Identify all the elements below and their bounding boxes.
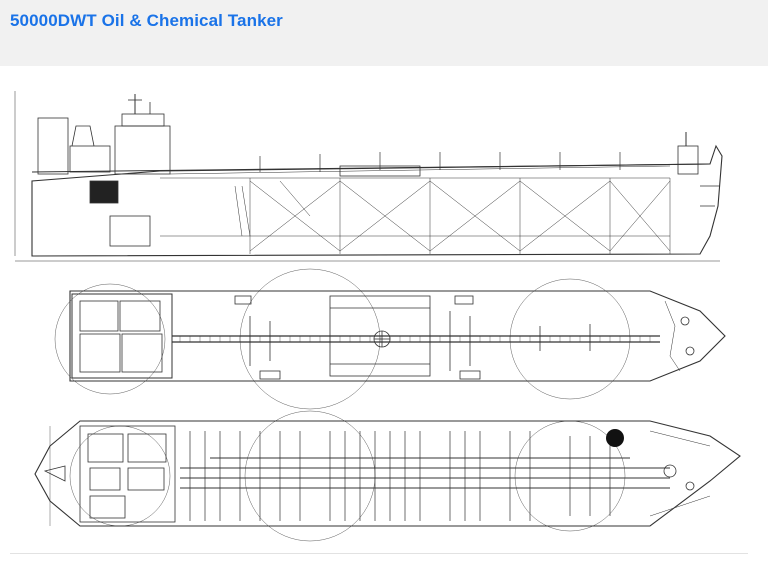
page-header: 50000DWT Oil & Chemical Tanker [0,0,768,66]
profile-view [14,91,723,262]
main-deck-plan [34,410,741,542]
ship-drawing-svg [14,91,741,542]
bow-marker [606,429,624,447]
general-arrangement-drawing [10,86,758,550]
upper-deck-plan [54,268,726,410]
bottom-divider [10,553,748,554]
page-title: 50000DWT Oil & Chemical Tanker [10,11,283,30]
